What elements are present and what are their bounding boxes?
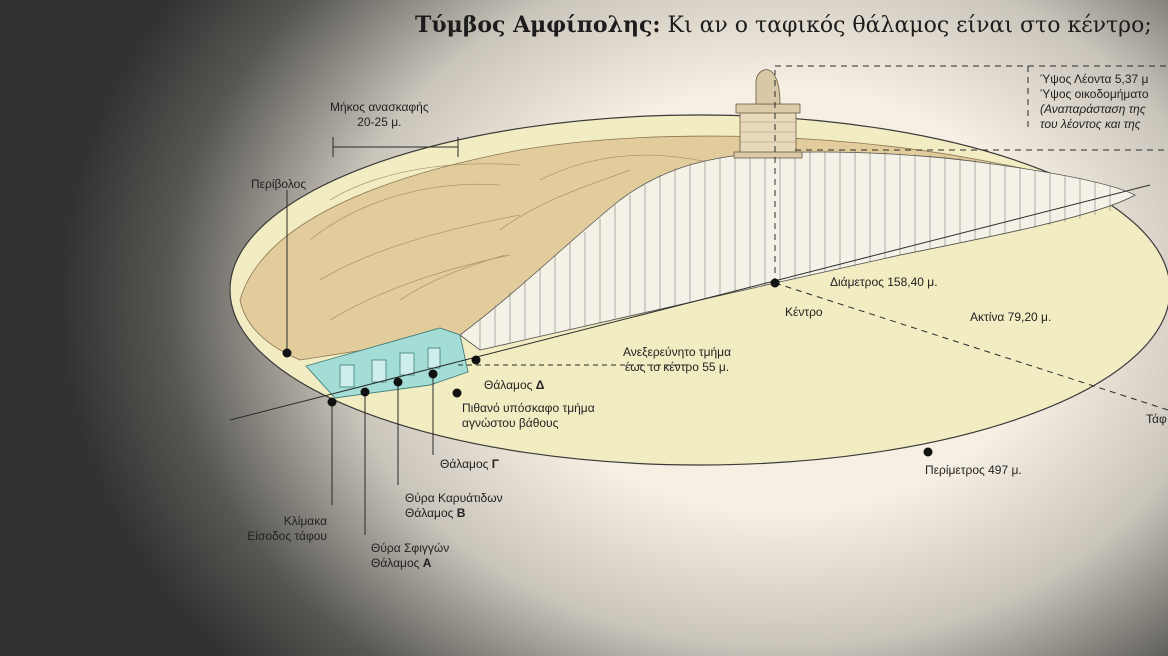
title-sub: Κι αν ο ταφικός θάλαμος είναι στο κέντρο… bbox=[667, 13, 1152, 38]
title-main: Τύμβος Αμφίπολης: bbox=[415, 12, 661, 38]
radius-label: Ακτίνα 79,20 μ. bbox=[970, 310, 1052, 324]
underground-dot bbox=[452, 388, 462, 398]
sphinx-door-dot bbox=[360, 387, 370, 397]
leader-lines bbox=[286, 190, 434, 535]
enclosure-dot bbox=[282, 348, 292, 358]
chamber-d-dot bbox=[471, 355, 481, 365]
underground-label: Πιθανό υπόσκαφο τμήμα αγνώστου βάθους bbox=[462, 401, 595, 430]
center-label: Κέντρο bbox=[785, 305, 823, 319]
unexplored-label: Ανεξερεύνητο τμήμα έως το κέντρο 55 μ. bbox=[623, 345, 732, 374]
center-dot bbox=[770, 278, 780, 288]
dimension-lines bbox=[229, 65, 1168, 421]
chamber-d-label: Θάλαμος Δ bbox=[484, 378, 545, 392]
stairs-dot bbox=[327, 397, 337, 407]
lion-height-label: Ύψος Λέοντα 5,37 μ Ύψος οικοδομήματο (Αν… bbox=[1040, 72, 1149, 131]
caryatid-door-dot bbox=[393, 377, 403, 387]
enclosure-label: Περίβολος bbox=[251, 177, 307, 191]
marker-dots bbox=[282, 278, 933, 457]
chamber-g-label: Θάλαμος Γ bbox=[440, 457, 499, 471]
sphinxes-door-label: Θύρα Σφιγγών Θάλαμος Α bbox=[371, 541, 450, 570]
chamber-g-dot bbox=[428, 369, 438, 379]
tomb-partial-label: Τάφ bbox=[1146, 412, 1167, 426]
stairs-label: Κλίμακα Είσοδος τάφου bbox=[247, 514, 327, 543]
perimeter-dot bbox=[923, 447, 933, 457]
perimeter-label: Περίμετρος 497 μ. bbox=[925, 463, 1022, 477]
caryatids-door-label: Θύρα Καρυάτιδων Θάλαμος Β bbox=[405, 491, 503, 520]
diameter-label: Διάμετρος 158,40 μ. bbox=[830, 275, 938, 289]
lion-monument bbox=[733, 69, 803, 159]
excavation-details bbox=[339, 347, 441, 388]
cut-face-hatching bbox=[479, 151, 1111, 350]
cut-section-face bbox=[459, 151, 1136, 351]
excavation-length-label: Μήκος ανασκαφής 20-25 μ. bbox=[330, 100, 429, 129]
page-title: Τύμβος Αμφίπολης: Κι αν ο ταφικός θάλαμο… bbox=[415, 12, 1152, 38]
